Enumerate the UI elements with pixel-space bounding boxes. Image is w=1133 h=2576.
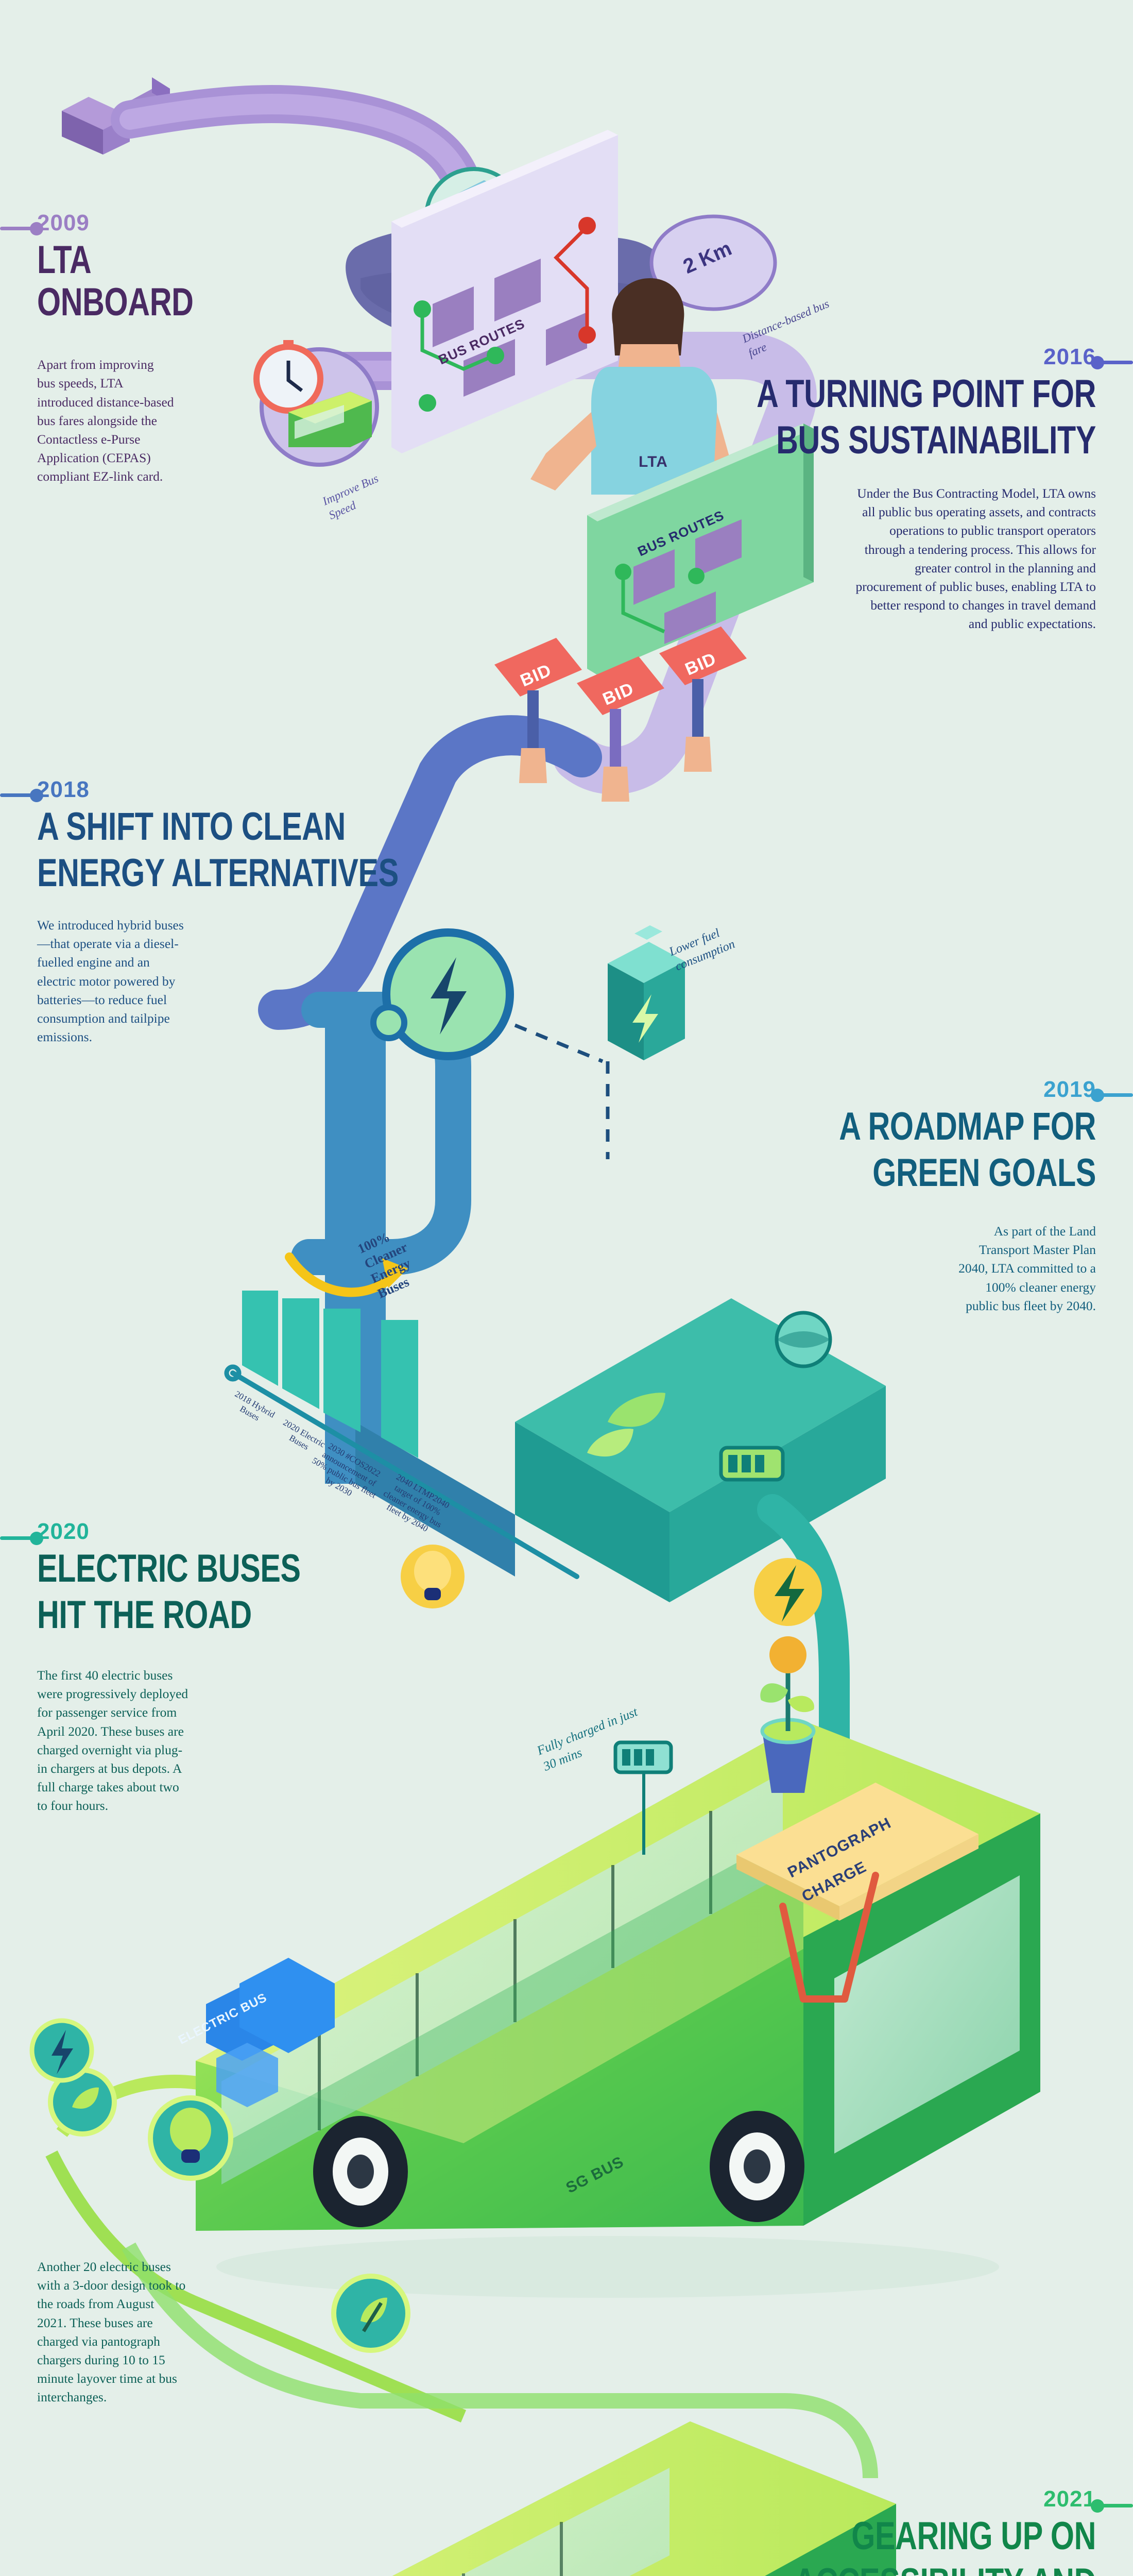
mini-bus-icon: [288, 392, 372, 447]
section-2009: 2009 LTA ONBOARD Apart from improving bu…: [37, 210, 212, 486]
chart-bar: [323, 1309, 360, 1432]
chart-bar: [282, 1298, 319, 1409]
headline-2020-line2: HIT THE ROAD: [37, 1593, 252, 1637]
cleaner-energy-bar-chart: [224, 1252, 579, 1579]
section-2018: 2018 A SHIFT INTO CLEAN ENERGY ALTERNATI…: [37, 777, 428, 1044]
lightbulb-badge-icon: [148, 2095, 233, 2181]
year-label-2019: 2019: [1043, 1077, 1096, 1102]
year-label-2020: 2020: [37, 1519, 90, 1544]
hybrid-motor-icon: [370, 928, 514, 1060]
headline-2019-line2: GREEN GOALS: [872, 1151, 1096, 1195]
double-deck-bus-2021-illustration: [392, 2421, 896, 2576]
timeline-connector-2020: [0, 1531, 49, 1545]
year-label-2009: 2009: [37, 210, 90, 235]
headline-2016-line1: A TURNING POINT FOR: [757, 372, 1096, 416]
headline-2016-line2: BUS SUSTAINABILITY: [776, 418, 1096, 463]
section-2019: 2019 A ROADMAP FOR GREEN GOALS As part o…: [735, 1077, 1096, 1313]
globe-icon: [775, 1311, 832, 1368]
pantograph-charger-illustration: [736, 1783, 978, 2003]
stopwatch-bus-circle: [253, 340, 379, 467]
headline-2018-line2: ENERGY ALTERNATIVES: [37, 851, 399, 895]
bolt-badge-icon-left: [29, 2018, 94, 2083]
distance-badge-shape: [649, 214, 777, 311]
leaf-icon: [608, 1393, 665, 1427]
body-2019: As part of the Land Transport Master Pla…: [958, 1224, 1096, 1313]
headline-2020-line1: ELECTRIC BUSES: [37, 1547, 301, 1590]
timeline-connector-2018: [0, 788, 49, 802]
section-2021: 2021 GEARING UP ON ACCESSIBILITY AND GRE…: [735, 2486, 1096, 2576]
battery-small-icon: [719, 1446, 785, 1482]
chart-bar: [381, 1320, 418, 1458]
year-label-2016: 2016: [1043, 344, 1096, 369]
section-2020: 2020 ELECTRIC BUSES HIT THE ROAD The fir…: [37, 1519, 428, 1813]
bus-wheel: [710, 2111, 804, 2222]
headline-2021-line1: GEARING UP ON: [851, 2514, 1096, 2558]
body-2020: The first 40 electric buses were progres…: [37, 1668, 188, 1814]
lightbulb-icon-yellow: [401, 1545, 465, 1608]
plant-badge-icon: [331, 2274, 410, 2353]
headline-2021-line2: ACCESSIBILITY AND: [734, 2561, 1096, 2576]
lta-officer-figure: [530, 278, 731, 495]
year-label-2021: 2021: [1043, 2486, 1096, 2512]
potted-plant-icon: [760, 1636, 816, 1793]
chart-bar: [242, 1291, 278, 1386]
body-2016: Under the Bus Contracting Model, LTA own…: [855, 486, 1096, 632]
charge-gauge-icon: [613, 1740, 673, 1855]
body-2020-secondary: Another 20 electric buses with a 3-door …: [37, 2259, 186, 2405]
bus-routes-board-1: [391, 130, 618, 453]
bus-routes-board-2: [587, 423, 814, 675]
lta-shirt-label: LTA: [639, 453, 668, 470]
stopwatch-icon: [253, 340, 323, 414]
bus-wheel: [313, 2116, 408, 2227]
timeline-connector-2009: [0, 222, 49, 235]
body-2009: Apart from improving bus speeds, LTA int…: [37, 357, 174, 484]
body-2018: We introduced hybrid buses—that operate …: [37, 918, 184, 1045]
electric-bus-badge-shape: [206, 1958, 335, 2107]
headline-2009: LTA ONBOARD: [37, 238, 194, 325]
bolt-icon-yellow: [754, 1558, 822, 1626]
headline-2018-line1: A SHIFT INTO CLEAN: [37, 805, 346, 849]
battery-icon-large: [608, 925, 685, 1060]
headline-2019-line1: A ROADMAP FOR: [839, 1105, 1096, 1148]
leaf-icon: [587, 1429, 633, 1457]
section-2016: 2016 A TURNING POINT FOR BUS SUSTAINABIL…: [735, 344, 1096, 631]
bid-cards-group: [494, 626, 747, 802]
year-label-2018: 2018: [37, 777, 90, 802]
